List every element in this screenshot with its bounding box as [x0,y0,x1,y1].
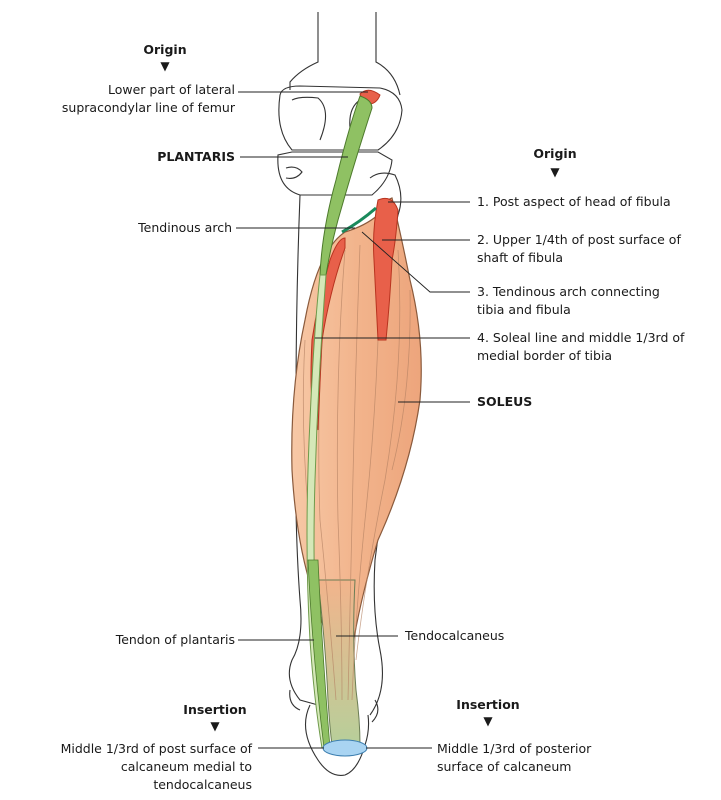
soleus-label: SOLEUS [477,394,533,409]
insertion-area [322,739,368,757]
origin-right-heading: Origin [533,146,577,161]
calcaneum [304,704,370,776]
down-arrow-icon: ▼ [210,719,220,733]
soleus-origin-3: 3. Tendinous arch connecting tibia and f… [477,284,660,317]
insertion-left-heading: Insertion [183,702,247,717]
down-arrow-icon: ▼ [483,714,493,728]
plantaris-muscle [319,95,373,276]
origin-left-heading: Origin [143,42,187,57]
soleus-origin-4: 4. Soleal line and middle 1/3rd of media… [477,330,685,363]
tendocalcaneus-label: Tendocalcaneus [405,628,505,643]
soleus-origin-2: 2. Upper 1/4th of post surface of shaft … [477,232,681,265]
leader-lines [236,91,470,749]
tendinous-arch-label: Tendinous arch [138,220,232,235]
fibula-head-origin [373,197,399,341]
insertion-right-heading: Insertion [456,697,520,712]
down-arrow-icon: ▼ [160,59,170,73]
tibia-shaft [288,194,319,706]
tendinous-arch-shape [341,206,377,234]
plantaris-label: PLANTARIS [157,149,235,164]
origin-left-text: Lower part of lateral supracondylar line… [61,82,235,115]
tibia-head [277,151,393,196]
down-arrow-icon: ▼ [550,165,560,179]
femoral-condyles [278,85,403,151]
femur [289,12,401,96]
tendon-plantaris-label: Tendon of plantaris [115,632,235,647]
insertion-right-text: Middle 1/3rd of posterior surface of cal… [437,741,592,774]
soleus-origin-1: 1. Post aspect of head of fibula [477,194,671,209]
insertion-left-text: Middle 1/3rd of post surface of calcaneu… [60,741,252,792]
